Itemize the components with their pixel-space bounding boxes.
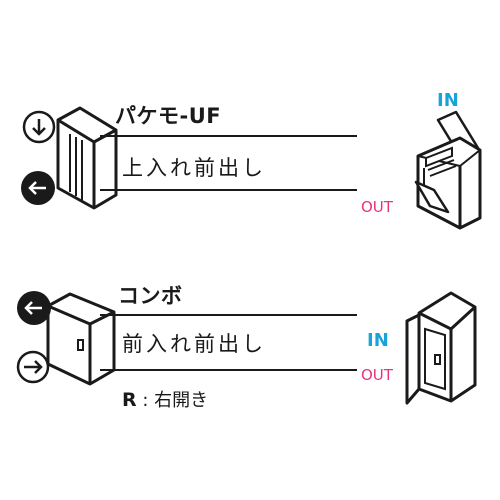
divider-line [100,314,357,316]
out-label: OUT [361,198,393,216]
pakemo-uf-title: パケモ-UF [115,104,222,128]
in-label: IN [437,90,459,111]
combo-description: 前入れ前出し [122,332,266,356]
down-arrow-circle-icon [22,110,56,144]
in-label: IN [367,330,389,351]
note-letter: R [122,389,137,411]
left-arrow-circle-icon [21,171,55,205]
divider-line [100,189,357,191]
combo-title: コンボ [118,284,183,308]
left-arrow-circle-icon [17,291,51,325]
divider-line [100,369,357,371]
note-text: : 右開き [142,390,209,411]
pakemo-uf-description: 上入れ前出し [122,156,266,180]
divider-line [100,135,357,137]
combo-note: R : 右開き [122,386,208,412]
right-arrow-circle-icon [16,350,50,384]
out-label: OUT [361,366,393,384]
combo-large-box-illustration [405,291,477,405]
pakemo-uf-large-box-illustration [414,110,482,230]
